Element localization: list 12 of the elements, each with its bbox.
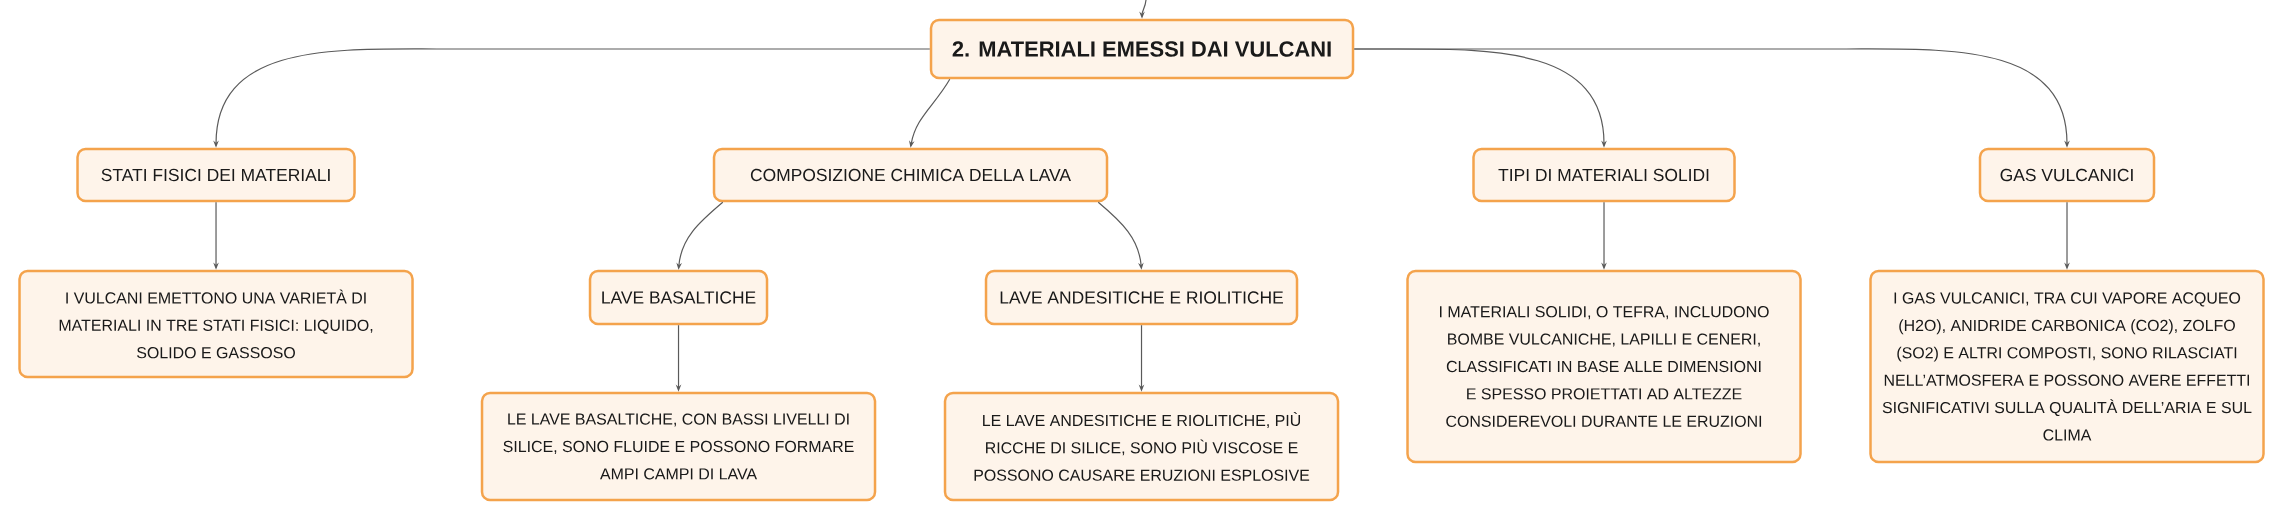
topic-box: STATI FISICI DEI MATERIALI [76, 147, 356, 203]
topic-box: LAVE BASALTICHE [588, 269, 769, 326]
topic-box: GAS VULCANICI [1978, 147, 2156, 203]
topic-box: LAVE ANDESITICHE E RIOLITICHE [984, 269, 1299, 326]
note-box: LE LAVE ANDESITICHE E RIOLITICHE, PIÙ RICCHE DI SILICE, SONO PIÙ VISCOSE E POSSONO CAUSARE ERUZIONI ESPLOSIVE [943, 391, 1340, 502]
topic-box: COMPOSIZIONE CHIMICA DELLA LAVA [712, 147, 1109, 203]
main-topic-box: 2. MATERIALI EMESSI DAI VULCANI [929, 18, 1355, 80]
note-box: I VULCANI EMETTONO UNA VARIETÀ DI MATERIALI IN TRE STATI FISICI: LIQUIDO, SOLIDO E GASSOSO [18, 269, 414, 379]
note-box: I GAS VULCANICI, TRA CUI VAPORE ACQUEO (H2O), ANIDRIDE CARBONICA (CO2), ZOLFO (SO2) E ALTRI COMPOSTI, SONO RILASCIATI NELL’ATMOSFERA E POSSONO AVERE EFFETTI SIGNIFICATIVI SULLA QUALITÀ DELL’ARIA E SUL CLIMA [1869, 269, 2265, 464]
note-box: I MATERIALI SOLIDI, O TEFRA, INCLUDONO BOMBE VULCANICHE, LAPILLI E CENERI, CLASSIFICATI IN BASE ALLE DIMENSIONI E SPESSO PROIETTATI AD ALTEZZE CONSIDEREVOLI DURANTE LE ERUZIONI [1406, 269, 1802, 464]
note-box: LE LAVE BASALTICHE, CON BASSI LIVELLI DI SILICE, SONO FLUIDE E POSSONO FORMARE AMPI CAMPI DI LAVA [480, 391, 877, 502]
topic-box: TIPI DI MATERIALI SOLIDI [1472, 147, 1736, 203]
